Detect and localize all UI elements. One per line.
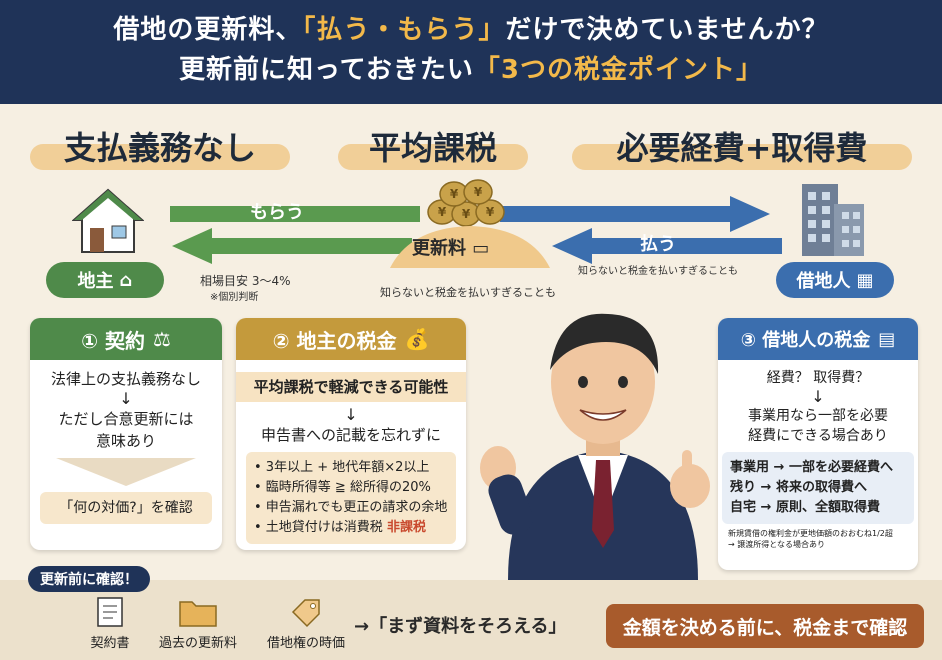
- svg-text:¥: ¥: [486, 205, 495, 219]
- doc-contract: 契約書: [80, 596, 140, 651]
- card-contract-header: ① 契約⚖: [30, 318, 222, 360]
- section-title-2: 平均課税: [338, 118, 528, 174]
- svg-text:¥: ¥: [474, 185, 483, 199]
- building-icon: [802, 184, 864, 256]
- card1-line3: 意味あり: [95, 432, 156, 450]
- card-contract: ① 契約⚖ 法律上の支払義務なし ↓ ただし合意更新には 意味あり 「何の対価?…: [30, 318, 222, 550]
- card2-line1: 平均課税で軽減できる可能性: [236, 372, 466, 402]
- card1-triangle: [56, 458, 196, 486]
- pay-label: 払う: [640, 234, 676, 255]
- money-icon: ▭: [472, 238, 490, 259]
- money-bag-icon: 💰: [404, 327, 430, 351]
- card1-box: 「何の対価?」を確認: [40, 492, 212, 524]
- final-message-banner: 金額を決める前に、税金まで確認: [606, 604, 924, 648]
- check-callout: 更新前に確認！: [28, 566, 150, 592]
- tenant-pill: 借地人▦: [776, 262, 894, 298]
- headline-1c: だけで決めていませんか？: [505, 15, 829, 45]
- card3-line1: 経費？ 取得費？: [766, 370, 870, 386]
- card-tenant-tax: ③ 借地人の税金▤ 経費？ 取得費？ ↓ 事業用なら一部を必要 経費にできる場合…: [718, 318, 918, 570]
- contract-document-icon: [97, 597, 123, 627]
- headline-1a: 借地の更新料、: [113, 15, 303, 45]
- document-icon: ▤: [878, 328, 896, 350]
- card3-bullets: 事業用 → 一部を必要経費へ 残り → 将来の取得費へ 自宅 → 原則、全額取得…: [722, 452, 914, 524]
- warning-center: 知らないと税金を払いすぎることも: [380, 286, 556, 299]
- card-landlord-tax: ② 地主の税金💰 平均課税で軽減できる可能性 ↓ 申告書への記載を忘れずに • …: [236, 318, 466, 550]
- header-banner: 借地の更新料、「払う・もらう」だけで決めていませんか？ 更新前に知っておきたい「…: [0, 0, 942, 104]
- businessman-illustration: [480, 313, 710, 580]
- market-note: ※個別判断: [210, 292, 259, 303]
- card-landlord-header: ② 地主の税金💰: [236, 318, 466, 360]
- section-title-1: 支払義務なし: [30, 118, 290, 174]
- card1-line1: 法律上の支払義務なし: [50, 370, 201, 388]
- headline-2a: 更新前に知っておきたい: [178, 55, 474, 85]
- warning-right: 知らないと税金を払いすぎることも: [578, 266, 738, 277]
- building-small-icon: ▦: [856, 269, 874, 291]
- folder-icon: [179, 601, 217, 627]
- svg-text:¥: ¥: [438, 205, 447, 219]
- receive-arrow: [170, 196, 770, 232]
- card3-footnote: 新規賃借の権利金が更地価額のおおむね1/2超 → 譲渡所得となる場合あり: [728, 529, 893, 549]
- card2-bullets: • 3年以上 + 地代年額×2以上 • 臨時所得等 ≧ 総所得の20% • 申告…: [246, 452, 456, 544]
- section-title-3: 必要経費+取得費: [572, 118, 912, 174]
- coins-icon: ¥¥¥ ¥¥: [427, 179, 505, 227]
- headline-line-1: 借地の更新料、「払う・もらう」だけで決めていませんか？: [0, 10, 942, 50]
- gather-documents-text: →「まず資料をそろえる」: [354, 616, 567, 637]
- headline-line-2: 更新前に知っておきたい「3つの税金ポイント」: [0, 50, 942, 90]
- doc-land-value: 借地権の時価: [256, 596, 356, 651]
- card1-line2: ただし合意更新には: [58, 410, 194, 428]
- landlord-pill: 地主⌂: [46, 262, 164, 298]
- svg-text:¥: ¥: [462, 207, 471, 221]
- card3-line3: 経費にできる場合あり: [748, 428, 888, 444]
- card2-arrow: ↓: [344, 405, 358, 424]
- market-rate: 相場目安 3〜4%: [200, 274, 291, 288]
- doc-past-fees: 過去の更新料: [148, 596, 248, 651]
- fee-mound: [390, 226, 550, 268]
- receive-label: もらう: [250, 202, 304, 223]
- headline-2b: 「3つの税金ポイント」: [473, 55, 763, 85]
- card1-arrow: ↓: [119, 389, 133, 408]
- home-icon: ⌂: [119, 269, 133, 291]
- svg-text:¥: ¥: [450, 187, 459, 201]
- headline-1b: 「払う・もらう」: [302, 15, 506, 45]
- card-tenant-header: ③ 借地人の税金▤: [718, 318, 918, 360]
- price-tag-icon: [291, 599, 320, 628]
- fee-label: 更新料 ▭: [412, 238, 490, 259]
- card3-line2: 事業用なら一部を必要: [748, 408, 888, 424]
- scales-icon: ⚖: [152, 327, 171, 351]
- house-icon: [72, 188, 144, 253]
- pay-arrow: [172, 228, 782, 264]
- card2-line2: 申告書への記載を忘れずに: [260, 426, 441, 444]
- card3-arrow: ↓: [811, 387, 825, 406]
